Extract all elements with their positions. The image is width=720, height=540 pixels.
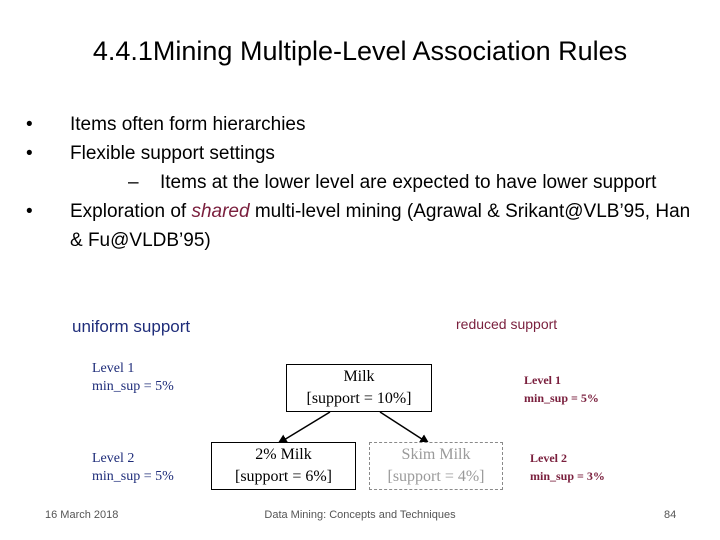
footer-page-number: 84: [664, 509, 677, 521]
arrow-milk-to-skim: [379, 411, 430, 445]
level-name: Level 1: [92, 361, 135, 376]
uniform-support-label: uniform support: [72, 317, 191, 336]
node-support: [support = 6%]: [234, 468, 332, 485]
node-name: 2% Milk: [255, 446, 312, 463]
footer-date: 16 March 2018: [45, 509, 119, 521]
dash-icon: –: [128, 172, 139, 193]
bullet-item: • Flexible support settings: [24, 139, 704, 168]
level-name: Level 1: [524, 373, 561, 387]
node-name: Milk: [343, 368, 375, 385]
bullet-text: Items often form hierarchies: [70, 114, 306, 135]
right-level-1: Level 1 min_sup = 5%: [524, 371, 599, 407]
node-skim-milk: Skim Milk [support = 4%]: [369, 442, 503, 490]
node-name: Skim Milk: [401, 446, 471, 463]
sub-bullet-text: Items at the lower level are expected to…: [160, 172, 657, 193]
bullet-icon: •: [26, 114, 33, 135]
level-name: Level 2: [92, 451, 135, 466]
bullet-list: • Items often form hierarchies • Flexibl…: [24, 110, 704, 255]
node-support: [support = 10%]: [306, 390, 412, 407]
bullet-text: Flexible support settings: [70, 143, 275, 164]
sub-bullet-item: – Items at the lower level are expected …: [24, 168, 704, 197]
node-milk: Milk [support = 10%]: [286, 364, 432, 412]
bullet-text: Exploration of shared multi-level mining…: [70, 201, 690, 251]
bullet-text-part: multi-level mining (Agrawal & Srikant@VL…: [70, 201, 691, 251]
level-min-sup: min_sup = 5%: [92, 469, 174, 484]
level-min-sup: min_sup = 3%: [530, 469, 605, 483]
level-min-sup: min_sup = 5%: [524, 391, 599, 405]
node-2pct-milk: 2% Milk [support = 6%]: [211, 442, 356, 490]
node-support: [support = 4%]: [387, 468, 485, 485]
bullet-text-part: Exploration of: [70, 201, 192, 222]
left-level-1: Level 1 min_sup = 5%: [92, 360, 174, 396]
bullet-item: • Exploration of shared multi-level mini…: [24, 197, 704, 255]
level-min-sup: min_sup = 5%: [92, 379, 174, 394]
bullet-item: • Items often form hierarchies: [24, 110, 704, 139]
bullet-icon: •: [26, 201, 33, 222]
slide-title: 4.4.1Mining Multiple-Level Association R…: [92, 36, 628, 66]
bullet-icon: •: [26, 143, 33, 164]
right-level-2: Level 2 min_sup = 3%: [530, 449, 605, 485]
level-name: Level 2: [530, 451, 567, 465]
arrow-milk-to-2pct: [277, 411, 331, 445]
left-level-2: Level 2 min_sup = 5%: [92, 450, 174, 486]
shared-emphasis: shared: [191, 201, 250, 222]
footer-course: Data Mining: Concepts and Techniques: [264, 509, 456, 521]
reduced-support-label: reduced support: [456, 316, 558, 332]
